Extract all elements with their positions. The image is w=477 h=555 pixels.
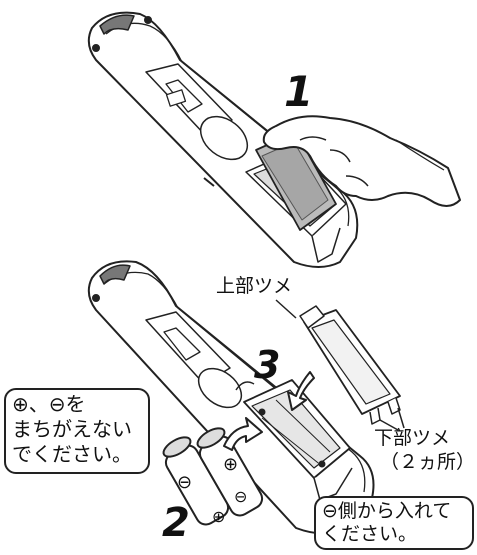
label-lower-tab-line2: （２ヵ所） bbox=[380, 451, 476, 473]
note-insert-minus-first: ⊖側から入れて ください。 bbox=[314, 496, 474, 550]
label-lower-tab-line1: 下部ツメ bbox=[374, 427, 451, 449]
remote-bottom bbox=[87, 260, 375, 535]
battery-plus-symbol: ⊕ bbox=[212, 507, 225, 526]
battery-cover bbox=[299, 305, 401, 425]
leader-lower-tab-1 bbox=[379, 419, 399, 431]
battery-minus-symbol: ⊖ bbox=[234, 487, 247, 506]
hand-illustration bbox=[262, 115, 461, 207]
note-polarity: ⊕、⊖を まちがえない でください。 bbox=[4, 388, 150, 474]
note-polarity-line3: でください。 bbox=[12, 442, 132, 466]
battery-plus-symbol: ⊕ bbox=[223, 454, 238, 475]
label-lower-tab: 下部ツメ （２ヵ所） bbox=[374, 426, 475, 474]
note-polarity-line2: まちがえない bbox=[12, 417, 132, 441]
note-insert-line2: ください。 bbox=[322, 523, 418, 545]
label-upper-tab: 上部ツメ bbox=[216, 275, 293, 297]
leader-upper-tab bbox=[275, 299, 297, 319]
battery-left bbox=[162, 436, 230, 526]
note-insert-line1: ⊖側から入れて bbox=[322, 500, 452, 522]
note-polarity-line1: ⊕、⊖を bbox=[12, 392, 86, 416]
step-number-1: 1 bbox=[284, 67, 313, 116]
arrow-attach-cover bbox=[287, 371, 315, 411]
remote-top bbox=[87, 11, 359, 268]
step-number-2: 2 bbox=[162, 500, 190, 546]
step-number-3: 3 bbox=[254, 343, 280, 387]
battery-right bbox=[196, 427, 264, 517]
leader-lower-tab-2 bbox=[397, 407, 405, 429]
battery-minus-symbol: ⊖ bbox=[177, 472, 192, 493]
arrow-insert-battery bbox=[223, 417, 263, 451]
